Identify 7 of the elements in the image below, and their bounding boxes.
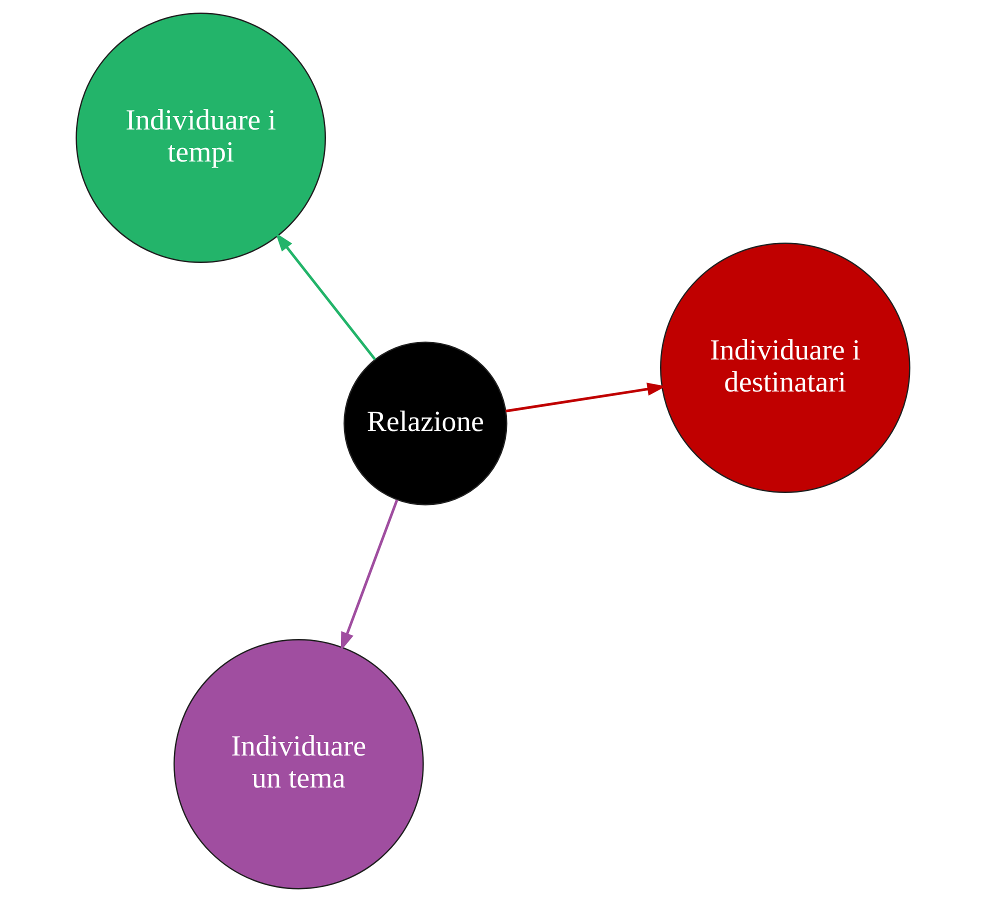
node-circle: Individuare i tempi — [75, 12, 326, 264]
node-circle: Individuare un tema — [173, 639, 424, 890]
node-circle: Relazione — [343, 342, 507, 506]
arrow — [505, 382, 666, 412]
node-circle: Individuare i destinatari — [660, 242, 910, 494]
arrow — [274, 232, 376, 360]
arrow — [340, 499, 398, 651]
